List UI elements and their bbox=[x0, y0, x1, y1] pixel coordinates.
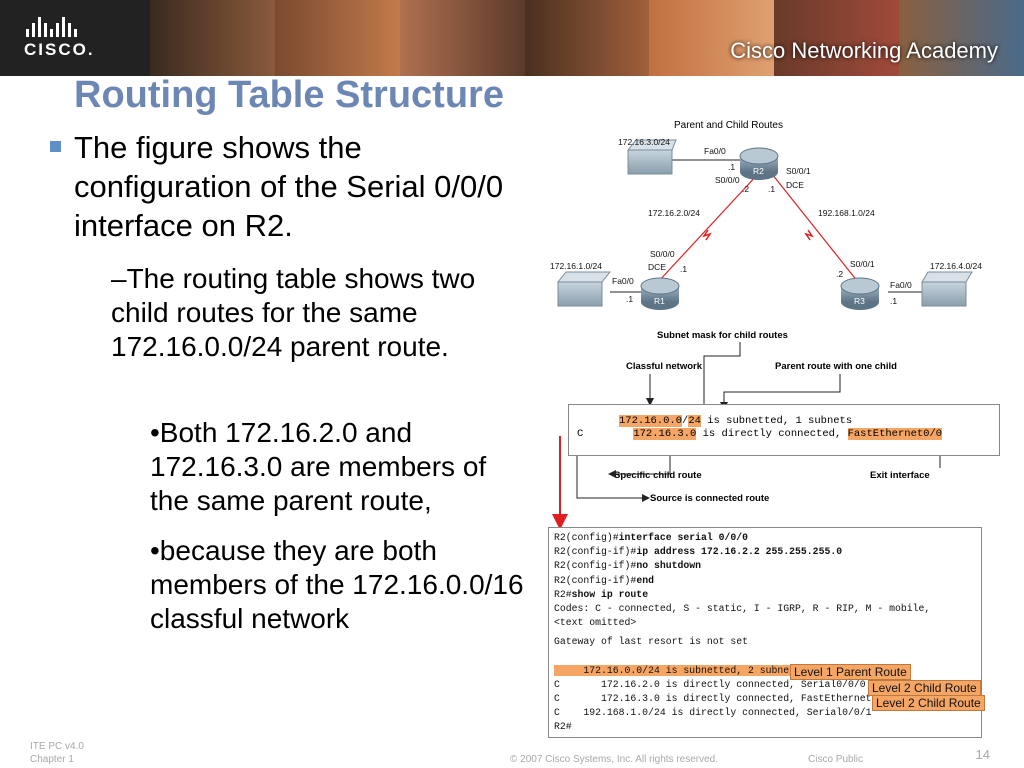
label-subnet-mask: Subnet mask for child routes bbox=[657, 330, 788, 341]
router-r1-icon bbox=[640, 277, 680, 310]
rt-line2-net: 172.16.3.0 bbox=[633, 428, 697, 440]
r2-fa-label: Fa0/0 bbox=[704, 146, 726, 156]
rt-line1: 172.16.0.0/24 is subnetted, 1 subnets bbox=[619, 415, 853, 427]
router-r3-icon bbox=[840, 277, 880, 310]
router-r2-icon bbox=[739, 147, 779, 180]
r3-lan-label: 172.16.4.0/24 bbox=[930, 261, 982, 271]
link-left-label: 172.16.2.0/24 bbox=[648, 208, 700, 218]
cli-line: R2# bbox=[554, 721, 572, 733]
r3-dot1-label: .1 bbox=[890, 296, 897, 306]
label-parent-route: Parent route with one child bbox=[775, 361, 897, 372]
r1-lan-label: 172.16.1.0/24 bbox=[550, 261, 602, 271]
link-right-label: 192.168.1.0/24 bbox=[818, 208, 875, 218]
cli-line: <text omitted> bbox=[554, 617, 637, 629]
cli-line: Codes: C - connected, S - static, I - IG… bbox=[554, 603, 931, 615]
page-number: 14 bbox=[975, 747, 990, 762]
cli-line: 172.16.0.0/24 is subnetted, 2 subnets bbox=[554, 664, 801, 676]
r2-name: R2 bbox=[753, 166, 764, 176]
footer-copyright: © 2007 Cisco Systems, Inc. All rights re… bbox=[510, 754, 719, 765]
r1-dot1a-label: .1 bbox=[680, 264, 687, 274]
tag-level2-child-b: Level 2 Child Route bbox=[872, 695, 985, 711]
network-diagram: Parent and Child Routes 172.16.3.0/24 Fa… bbox=[550, 120, 982, 310]
switch-icon bbox=[921, 271, 973, 307]
label-specific-child: Specific child route bbox=[614, 470, 702, 481]
r3-s001-label: S0/0/1 bbox=[850, 259, 875, 269]
cli-line: C 172.16.2.0 is directly connected, Seri… bbox=[554, 678, 866, 690]
footer-ite: ITE PC v4.0 bbox=[30, 741, 84, 752]
cisco-logo: CISCO. bbox=[0, 0, 150, 76]
r2-lan-label: 172.16.3.0/24 bbox=[618, 137, 670, 147]
cli-line: R2#show ip route bbox=[554, 588, 649, 600]
banner-photos bbox=[150, 0, 1024, 76]
r3-fa-label: Fa0/0 bbox=[890, 280, 912, 290]
arrow-source bbox=[576, 442, 650, 502]
header-banner: CISCO. Cisco Networking Academy bbox=[0, 0, 1024, 76]
r2-dot2-label: .2 bbox=[742, 184, 749, 194]
r3-dot2-label: .2 bbox=[836, 269, 843, 279]
r1-name: R1 bbox=[654, 296, 665, 306]
switch-icon bbox=[626, 139, 677, 175]
bullet-level1: The figure shows the configuration of th… bbox=[50, 128, 530, 245]
r2-dot1-label: .1 bbox=[728, 162, 735, 172]
r2-dot1b-label: .1 bbox=[768, 184, 775, 194]
serial-zigzag-icon bbox=[804, 229, 814, 241]
r2-s001-label: S0/0/1 bbox=[786, 166, 811, 176]
cisco-bars-icon bbox=[26, 17, 77, 37]
link-r2-r3 bbox=[771, 173, 859, 283]
link-r2-r1 bbox=[657, 173, 759, 283]
cli-line: R2(config-if)#end bbox=[554, 574, 654, 586]
cli-line: C 192.168.1.0/24 is directly connected, … bbox=[554, 707, 872, 719]
cli-line: R2(config-if)#no shutdown bbox=[554, 560, 701, 572]
diagram-title: Parent and Child Routes bbox=[674, 120, 783, 131]
bullet-level3-b: •because they are both members of the 17… bbox=[150, 535, 524, 634]
r2-s000-label: S0/0/0 bbox=[715, 175, 740, 185]
r2-dce-label: DCE bbox=[786, 180, 804, 190]
academy-title: Cisco Networking Academy bbox=[730, 38, 998, 63]
square-bullet-icon bbox=[50, 141, 61, 152]
label-classful: Classful network bbox=[626, 361, 703, 372]
r3-name: R3 bbox=[854, 296, 865, 306]
rt-line2-if: FastEthernet0/0 bbox=[847, 428, 943, 440]
r1-dce-label: DCE bbox=[648, 262, 666, 272]
tag-level1-parent: Level 1 Parent Route bbox=[790, 664, 911, 680]
footer-chapter: Chapter 1 bbox=[30, 754, 74, 765]
cli-line: R2(config)#interface serial 0/0/0 bbox=[554, 532, 749, 543]
cli-line: C 172.16.3.0 is directly connected, Fast… bbox=[554, 693, 890, 705]
slide-title: Routing Table Structure bbox=[74, 74, 504, 116]
r1-dot1b-label: .1 bbox=[626, 294, 633, 304]
annotation-diagram: Subnet mask for child routes Classful ne… bbox=[552, 330, 941, 527]
bullet-level3-a: •Both 172.16.2.0 and 172.16.3.0 are memb… bbox=[150, 417, 487, 516]
tag-level2-child-a: Level 2 Child Route bbox=[868, 680, 981, 696]
serial-zigzag-icon bbox=[702, 229, 712, 241]
r1-fa-label: Fa0/0 bbox=[612, 276, 634, 286]
r1-s000-label: S0/0/0 bbox=[650, 249, 675, 259]
label-source: Source is connected route bbox=[650, 493, 769, 504]
rt-line1-mask: 24 bbox=[688, 415, 701, 427]
cli-line: R2(config-if)#ip address 172.16.2.2 255.… bbox=[554, 546, 843, 558]
rt-line1-net: 172.16.0.0 bbox=[619, 415, 683, 427]
label-exit-interface: Exit interface bbox=[870, 470, 930, 481]
arrow-subnet-mask bbox=[700, 342, 741, 414]
bullet-level2: –The routing table shows two child route… bbox=[111, 263, 476, 362]
arrow-parent-route bbox=[720, 374, 841, 410]
cisco-logo-text: CISCO. bbox=[24, 40, 95, 59]
bullet-level1-text: The figure shows the configuration of th… bbox=[74, 130, 504, 243]
switch-icon bbox=[556, 271, 612, 307]
cli-line: Gateway of last resort is not set bbox=[554, 636, 749, 648]
footer-public: Cisco Public bbox=[808, 754, 864, 765]
